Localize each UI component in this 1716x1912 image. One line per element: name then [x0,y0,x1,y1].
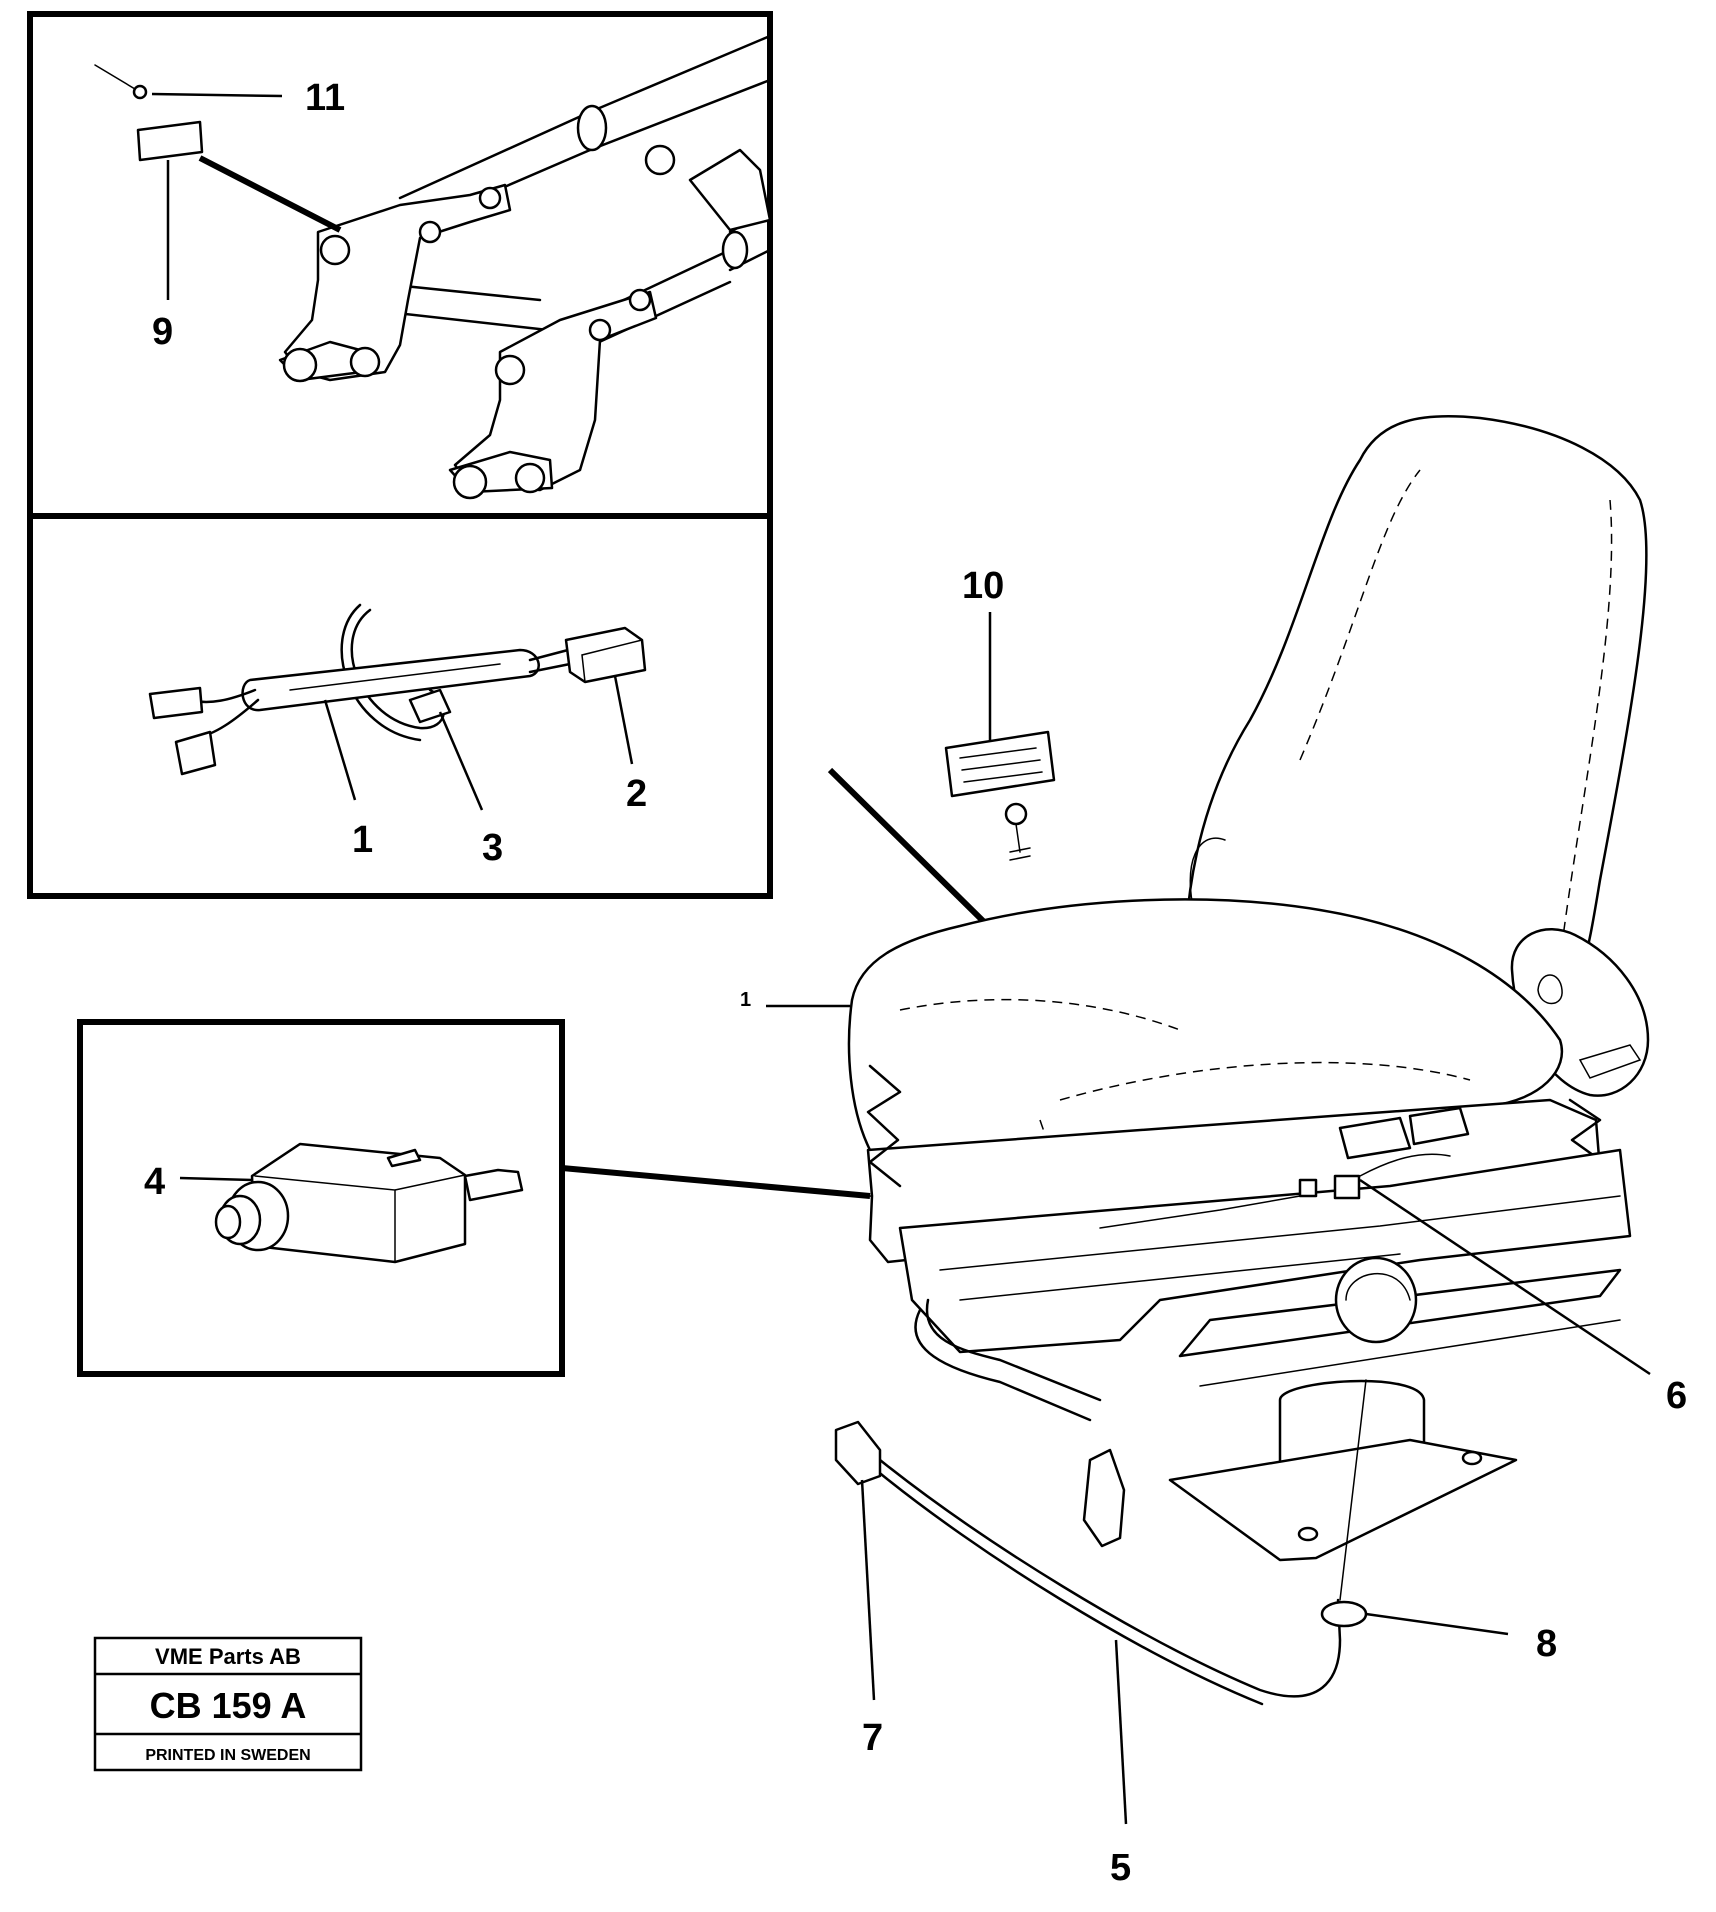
parts-stamp: VME Parts AB CB 159 A PRINTED IN SWEDEN [93,1636,363,1772]
callout-1-seat: 1 [740,989,751,1011]
callout-11: 11 [305,77,345,119]
inset-breaker-frame [77,1019,565,1377]
callout-5: 5 [1110,1847,1131,1889]
callout-2: 2 [626,773,647,815]
stamp-company: VME Parts AB [155,1644,301,1669]
inset-harness: 1 3 2 [27,513,773,899]
switch [1333,1174,1361,1200]
mounting-plate [1168,1438,1518,1562]
harness-sleeve [241,648,540,712]
adjust-knob [1334,1256,1418,1344]
callout-1: 1 [352,819,373,861]
leader-breaker-to-seat [561,1165,871,1199]
breaker-body [250,1142,467,1264]
rivet [132,84,148,100]
stamp-code: CB 159 A [150,1685,307,1726]
connector-7 [834,1420,882,1486]
cable-assembly: 7 5 8 6 1 [740,989,1687,1889]
callout-3: 3 [482,827,503,869]
callout-6: 6 [1666,1375,1687,1417]
grommet-8 [1320,1600,1368,1628]
cable [878,1458,1342,1698]
inset-circuit-breaker: 4 [77,1019,565,1377]
operator-seat [847,415,1650,1562]
callout-7: 7 [862,1717,883,1759]
callout-9: 9 [152,311,173,353]
stamp-printed: PRINTED IN SWEDEN [145,1747,310,1764]
connector-plug [564,626,647,684]
label-plate-10: 10 [944,565,1056,861]
callout-4: 4 [144,1161,165,1203]
suspension-base [898,1148,1632,1354]
callout-8: 8 [1536,1623,1557,1665]
warning-label-plate [136,120,204,162]
inset-linkage: 11 9 [27,11,773,519]
lever-handle [1082,1448,1126,1548]
callout-10: 10 [962,565,1004,607]
inset-harness-frame [27,513,773,899]
